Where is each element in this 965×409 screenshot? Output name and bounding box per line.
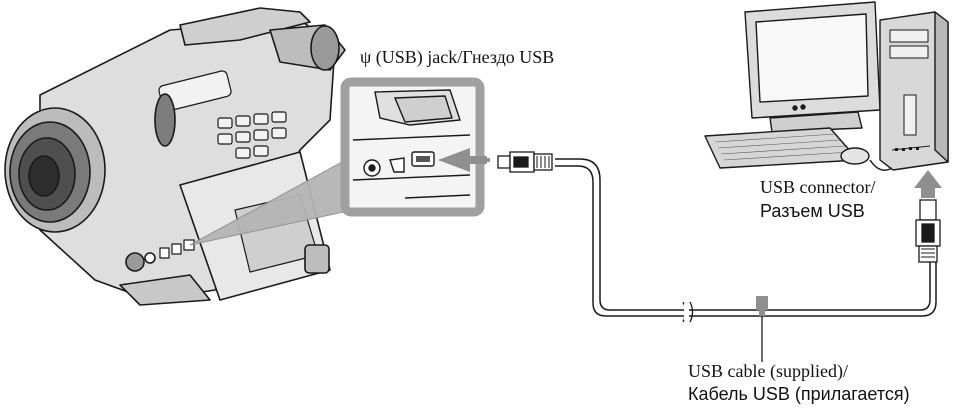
usb-plug-icon <box>497 151 553 173</box>
usb-icon: ψ <box>360 47 372 67</box>
arrow-icon <box>438 148 487 172</box>
usb-cable-label-en: USB cable (supplied)/ <box>688 361 848 381</box>
usb-connector-label-en: USB connector/ <box>760 177 876 197</box>
usb-cable <box>555 158 937 323</box>
usb-plug-icon <box>915 199 941 263</box>
camcorder-icon <box>4 7 346 306</box>
usb-jack-label: ψ (USB) jack/Гнездо USB <box>360 46 554 68</box>
usb-cable-label-ru: Кабель USB (прилагается) <box>688 384 910 404</box>
usb-jack-text: (USB) jack/Гнездо USB <box>375 47 555 67</box>
cable-break <box>684 304 689 320</box>
arrow-icon <box>914 170 942 198</box>
computer-icon <box>704 1 949 171</box>
usb-connector-label-ru: Разъем USB <box>760 201 865 221</box>
usb-jack-inset <box>340 77 485 217</box>
